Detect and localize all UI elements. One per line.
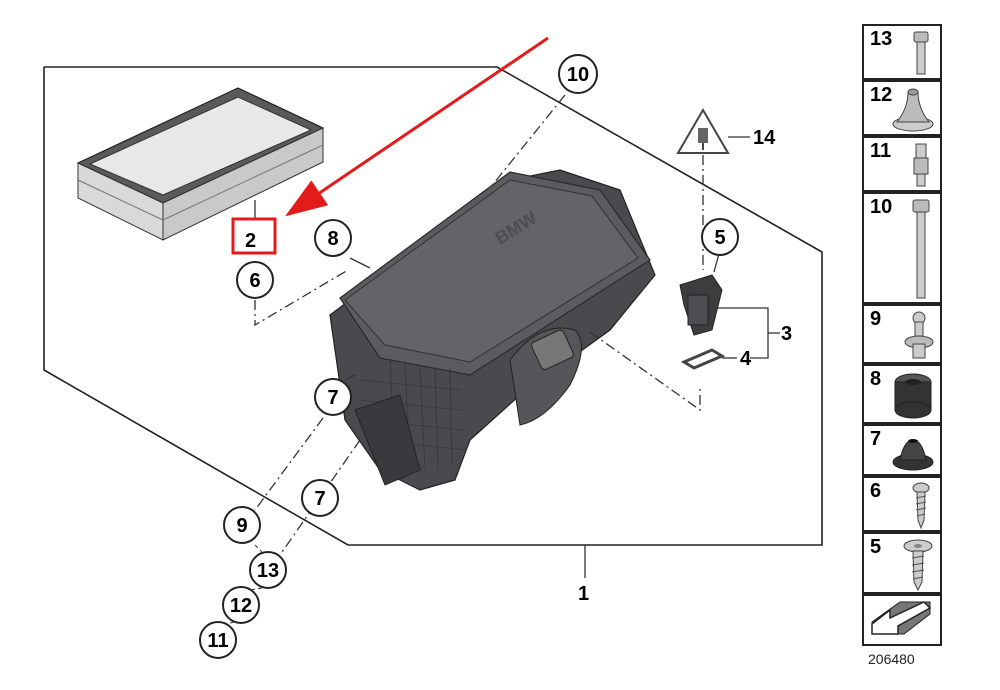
sidebar-item-label: 7 — [870, 428, 882, 450]
callout-12-label: 12 — [230, 595, 252, 617]
bolt-long-icon — [912, 199, 930, 299]
sidebar-item-7[interactable]: 7 — [862, 424, 942, 476]
callout-10[interactable]: 10 — [558, 54, 598, 94]
callout-10-label: 10 — [567, 64, 589, 86]
rubber-grommet-icon — [892, 439, 934, 471]
callout-6[interactable]: 6 — [236, 261, 274, 299]
callout-1-label[interactable]: 1 — [578, 583, 589, 605]
callout-5-label: 5 — [714, 227, 725, 249]
grommet-pin-icon — [904, 311, 934, 359]
callout-13-label: 13 — [257, 560, 279, 582]
air-filter-element[interactable] — [76, 87, 325, 241]
callout-7b[interactable]: 7 — [301, 479, 339, 517]
sidebar-item-label: 8 — [870, 368, 882, 390]
callout-4-label[interactable]: 4 — [740, 348, 752, 370]
callout-12[interactable]: 12 — [222, 586, 260, 624]
spacer-bolt-icon — [913, 143, 929, 187]
sidebar-item-5[interactable]: 5 — [862, 532, 942, 594]
air-intake-housing[interactable]: BMW — [329, 169, 656, 491]
sensor-seal[interactable] — [680, 348, 726, 370]
callout-9[interactable]: 9 — [223, 506, 261, 544]
sidebar-item-label: 11 — [870, 140, 892, 162]
sidebar-item-10[interactable]: 10 — [862, 192, 942, 304]
navigate-arrow-icon[interactable] — [864, 596, 940, 644]
bolt-short-icon — [913, 31, 929, 75]
rubber-mount-cone-icon — [892, 88, 934, 132]
callout-11[interactable]: 11 — [199, 621, 237, 659]
sidebar-item-label: 12 — [870, 84, 893, 106]
rubber-buffer-icon — [894, 373, 932, 419]
sidebar-nav-cell[interactable] — [862, 594, 942, 646]
callout-7b-label: 7 — [314, 488, 325, 510]
sidebar-item-12[interactable]: 12 — [862, 80, 942, 136]
sidebar-item-13[interactable]: 13 — [862, 24, 942, 80]
callout-13[interactable]: 13 — [249, 551, 287, 589]
warning-triangle-icon — [676, 108, 730, 154]
sidebar-item-label: 6 — [870, 480, 882, 502]
sidebar-item-6[interactable]: 6 — [862, 476, 942, 532]
sidebar-item-label: 10 — [870, 196, 893, 218]
highlight-box — [231, 217, 277, 255]
callout-9-label: 9 — [236, 515, 247, 537]
callout-14-label[interactable]: 14 — [753, 127, 776, 149]
sidebar-item-9[interactable]: 9 — [862, 304, 942, 364]
washer-screw-icon — [903, 539, 933, 592]
assembly-outline — [43, 66, 823, 546]
sidebar-item-8[interactable]: 8 — [862, 364, 942, 424]
callout-7a[interactable]: 7 — [314, 378, 352, 416]
callout-2-label[interactable]: 2 — [245, 230, 256, 252]
diagram-id: 206480 — [868, 651, 915, 667]
callout-7a-label: 7 — [327, 387, 338, 409]
callout-3-label[interactable]: 3 — [781, 323, 792, 345]
highlight-arrow — [285, 36, 549, 217]
callout-6-label: 6 — [249, 270, 260, 292]
sidebar-item-label: 9 — [870, 308, 882, 330]
callout-8-label: 8 — [327, 228, 338, 250]
sidebar-item-11[interactable]: 11 — [862, 136, 942, 192]
sidebar-item-label: 5 — [870, 536, 882, 558]
callout-8[interactable]: 8 — [314, 219, 352, 257]
callout-11-label: 11 — [207, 630, 228, 652]
sidebar-item-label: 13 — [870, 28, 893, 50]
self-tapping-screw-icon — [912, 482, 930, 530]
air-mass-sensor[interactable] — [679, 274, 723, 336]
callout-5[interactable]: 5 — [701, 218, 739, 256]
